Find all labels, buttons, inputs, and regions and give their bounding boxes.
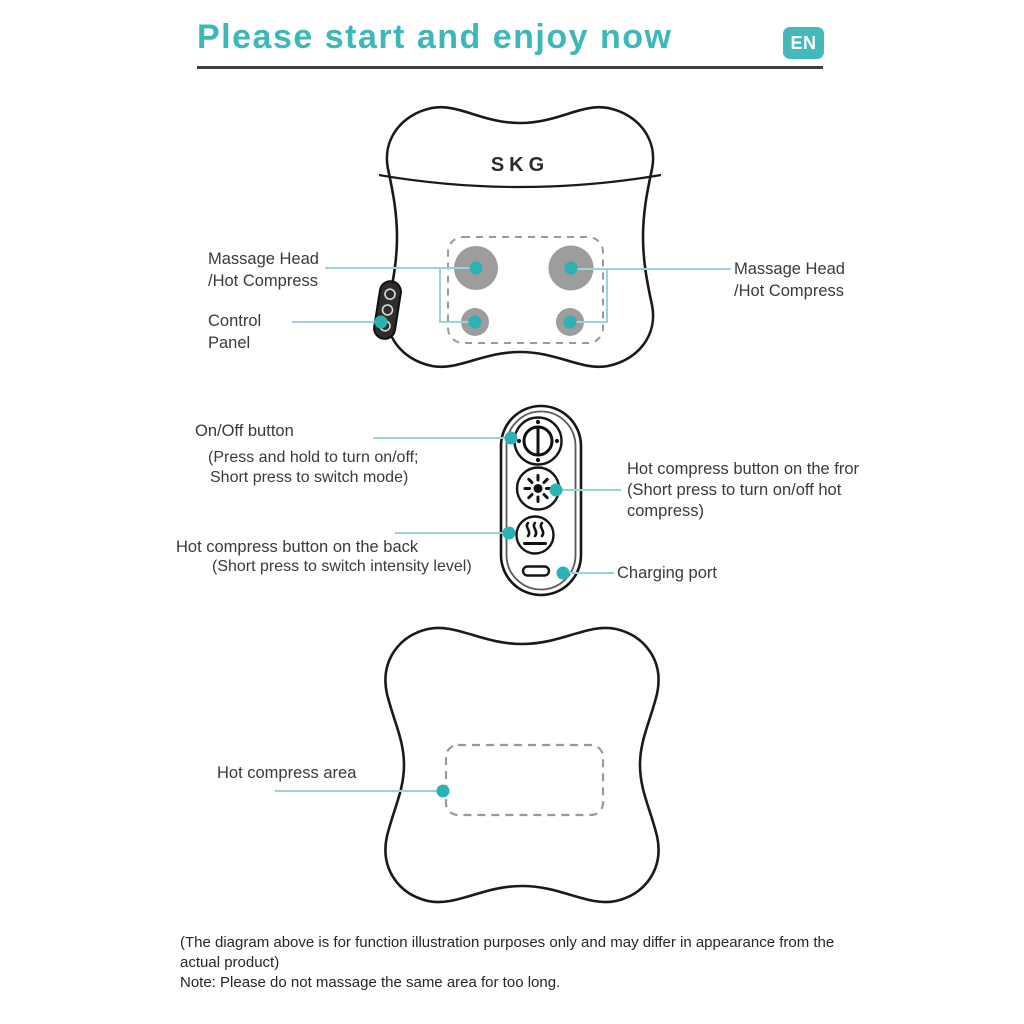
heat-waves-icon bbox=[515, 515, 555, 555]
callout-line-massage-head-right bbox=[571, 268, 731, 270]
pillow-back-diagram bbox=[384, 626, 660, 904]
label-massage-head-left-line1: Massage Head bbox=[208, 250, 319, 268]
charging-port-slot-icon bbox=[521, 565, 551, 577]
label-hot-back-desc: (Short press to switch intensity level) bbox=[212, 558, 472, 575]
callout-line-on-off bbox=[373, 437, 512, 439]
callout-line-control-panel bbox=[292, 321, 382, 323]
callout-line-massage-head-left bbox=[325, 267, 477, 269]
control-panel-detail bbox=[499, 404, 583, 597]
label-hot-back: Hot compress button on the back (Short p… bbox=[176, 538, 472, 577]
panel-inner-shell bbox=[505, 410, 577, 591]
callout-dot-head-bottom-right bbox=[563, 315, 577, 329]
power-icon bbox=[513, 416, 563, 466]
page-title: Please start and enjoy now bbox=[197, 18, 673, 56]
callout-dot-head-bottom-left bbox=[468, 315, 482, 329]
callout-line-massage-head-left-lower bbox=[439, 321, 477, 323]
footer-notes: (The diagram above is for function illus… bbox=[180, 933, 834, 993]
label-control-panel-line2: Panel bbox=[208, 334, 251, 352]
callout-line-hot-front bbox=[556, 489, 621, 491]
pillow-front-diagram: SKG bbox=[373, 105, 662, 369]
label-hot-front-title: Hot compress button on the fror bbox=[627, 460, 860, 478]
callout-dot-charging bbox=[556, 566, 570, 580]
pillow-front-seam bbox=[378, 173, 662, 189]
callout-line-hot-back bbox=[395, 532, 510, 534]
label-charging-port: Charging port bbox=[617, 564, 717, 582]
label-massage-head-right-line1: Massage Head bbox=[734, 260, 845, 278]
label-hot-compress-area: Hot compress area bbox=[217, 764, 357, 782]
label-on-off-title: On/Off button bbox=[195, 422, 294, 440]
hot-compress-dashed-zone bbox=[444, 743, 605, 817]
callout-dot-on-off bbox=[504, 431, 518, 445]
callout-dot-head-top-left bbox=[469, 261, 483, 275]
callout-dot-hot-back bbox=[502, 526, 516, 540]
callout-line-hot-area bbox=[275, 790, 444, 792]
label-hot-front: Hot compress button on the fror (Short p… bbox=[627, 459, 859, 522]
label-control-panel: Control Panel bbox=[208, 310, 261, 354]
callout-line-massage-head-right-lower bbox=[570, 321, 608, 323]
label-massage-head-right-line2: /Hot Compress bbox=[734, 282, 845, 300]
label-on-off-desc1: (Press and hold to turn on/off; bbox=[208, 449, 419, 466]
callout-dot-hot-area bbox=[436, 784, 450, 798]
label-massage-head-left-line2: /Hot Compress bbox=[208, 272, 319, 290]
callout-line-charging bbox=[563, 572, 614, 574]
label-on-off: On/Off button (Press and hold to turn on… bbox=[195, 420, 419, 488]
footer-disclaimer-line2: actual product) bbox=[180, 954, 280, 971]
label-hot-back-title: Hot compress button on the back bbox=[176, 538, 419, 556]
callout-line-massage-head-left-bracket bbox=[439, 267, 441, 323]
label-massage-head-right: Massage Head /Hot Compress bbox=[734, 258, 845, 302]
title-underline bbox=[197, 66, 823, 69]
callout-dot-control-panel bbox=[374, 315, 388, 329]
pillow-back-outline bbox=[384, 626, 660, 904]
callout-dot-head-top-right bbox=[564, 261, 578, 275]
skg-logo: SKG bbox=[491, 154, 549, 176]
footer-note: Note: Please do not massage the same are… bbox=[180, 974, 561, 991]
label-hot-front-desc1: (Short press to turn on/off hot bbox=[627, 481, 842, 499]
massage-heads-dashed-zone bbox=[447, 236, 604, 344]
label-on-off-desc2: Short press to switch mode) bbox=[210, 469, 409, 486]
label-hot-front-desc2: compress) bbox=[627, 502, 705, 520]
language-badge: EN bbox=[783, 27, 824, 59]
label-control-panel-line1: Control bbox=[208, 312, 262, 330]
footer-disclaimer-line1: (The diagram above is for function illus… bbox=[180, 934, 835, 951]
callout-line-massage-head-right-bracket bbox=[606, 268, 608, 323]
label-massage-head-left: Massage Head /Hot Compress bbox=[208, 248, 319, 292]
callout-dot-hot-front bbox=[549, 483, 563, 497]
